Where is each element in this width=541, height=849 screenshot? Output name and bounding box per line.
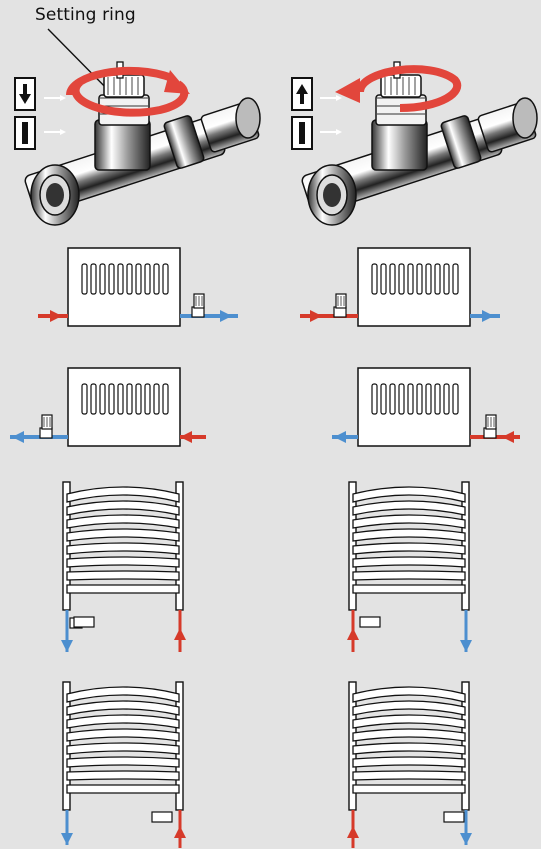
valve-head — [443, 811, 465, 823]
return-pipe-blue — [10, 431, 68, 443]
towel-radiator-1 — [62, 481, 184, 611]
rotate-counterclockwise-icon — [356, 65, 461, 112]
thermostatic-valve — [483, 414, 497, 439]
supply-pipe-red — [38, 310, 68, 322]
setting-ring-label: Setting ring — [35, 5, 136, 25]
panel-radiator-2 — [357, 247, 471, 327]
panel-radiator-4 — [357, 367, 471, 447]
panel-radiator-3 — [67, 367, 181, 447]
bar-icon — [14, 116, 36, 150]
thermostatic-valve — [39, 414, 53, 439]
thermostatic-valve — [191, 293, 205, 318]
return-pipe-blue — [332, 431, 358, 443]
rotate-clockwise-icon — [71, 79, 189, 117]
arrow-down-icon — [14, 77, 36, 111]
return-pipe-blue — [460, 610, 472, 652]
towel-radiator-4 — [348, 681, 470, 811]
panel-radiator-1 — [67, 247, 181, 327]
supply-pipe-red — [174, 810, 186, 848]
valve-head — [73, 616, 95, 628]
rotation-arrowhead — [164, 70, 190, 94]
arrow-up-icon — [291, 77, 313, 111]
supply-pipe-red — [347, 610, 359, 652]
valve-left — [22, 61, 261, 226]
valve-right — [299, 61, 538, 226]
return-pipe-blue — [470, 310, 500, 322]
return-pipe-blue — [180, 310, 238, 322]
supply-pipe-red — [174, 610, 186, 652]
return-pipe-blue — [61, 810, 73, 845]
supply-pipe-red — [347, 810, 359, 848]
thermostatic-valve — [333, 293, 347, 318]
valve-head — [359, 616, 381, 628]
towel-radiator-3 — [62, 681, 184, 811]
bar-icon — [291, 116, 313, 150]
supply-pipe-red — [300, 310, 358, 322]
towel-radiator-2 — [348, 481, 470, 611]
return-pipe-blue — [460, 810, 472, 845]
return-pipe-blue — [61, 610, 73, 652]
valve-head — [151, 811, 173, 823]
supply-pipe-red — [180, 431, 206, 443]
